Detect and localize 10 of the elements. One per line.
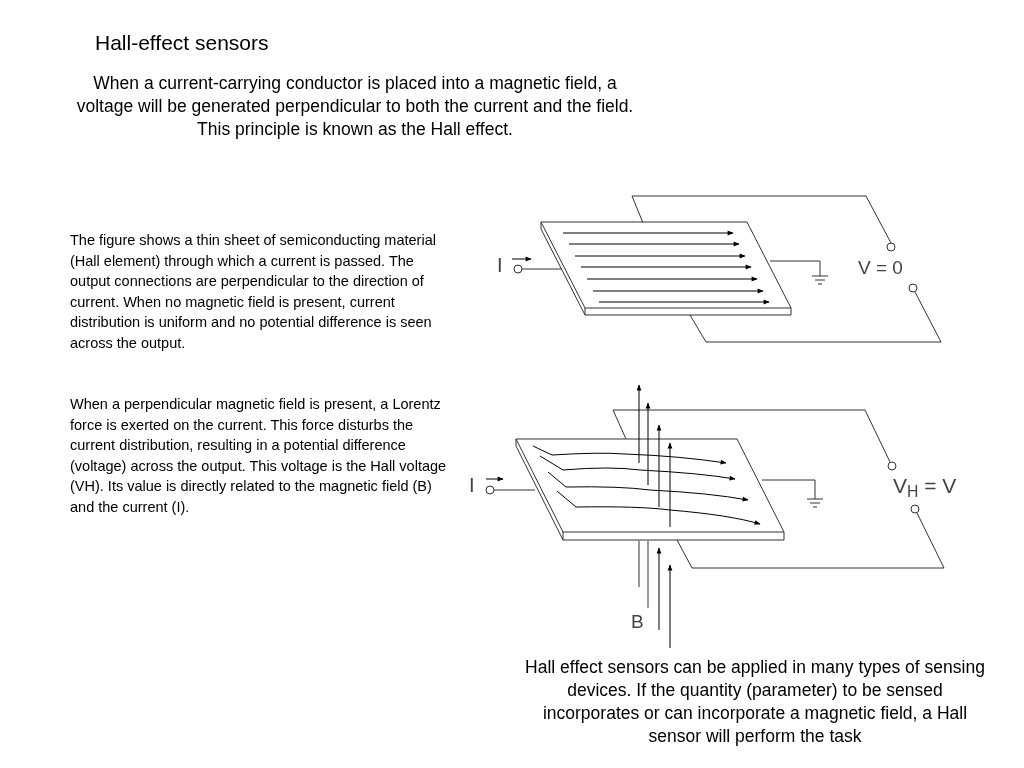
description-paragraph: The figure shows a thin sheet of semiconducting material (Hall element) through which a current is passed. The output connections are perpendicular to the direction of current. When no magnetic field is present, current distribution is uniform and no potential difference is seen across the output. <box>70 231 437 353</box>
intro-paragraph: When a current-carrying conductor is placed into a magnetic field, a voltage will be generated perpendicular to both the current and the field. This principle is known as the Hall effect. <box>75 72 635 141</box>
application-paragraph: Hall effect sensors can be applied in many types of sensing devices. If the quantity (parameter) to be sensed incorporates or can incorporate a magnetic field, a Hall sensor will perform the task <box>524 656 986 748</box>
current-label: I <box>469 473 475 498</box>
hall-voltage-label: V$_{H}$ = V <box>893 473 957 502</box>
title: Hall-effect sensors <box>95 30 269 56</box>
field-label: B <box>631 610 644 634</box>
description-paragraph: When a perpendicular magnetic field is present, a Lorentz force is exerted on the current. This force disturbs the current distribution, resulting in a potential difference (voltage) across the output. This voltage is the Hall voltage (VH). Its value is directly related to the magnetic field (B) and the current (I). <box>70 395 448 517</box>
current-label: I <box>497 253 503 278</box>
voltage-label: V = 0 <box>858 256 903 280</box>
